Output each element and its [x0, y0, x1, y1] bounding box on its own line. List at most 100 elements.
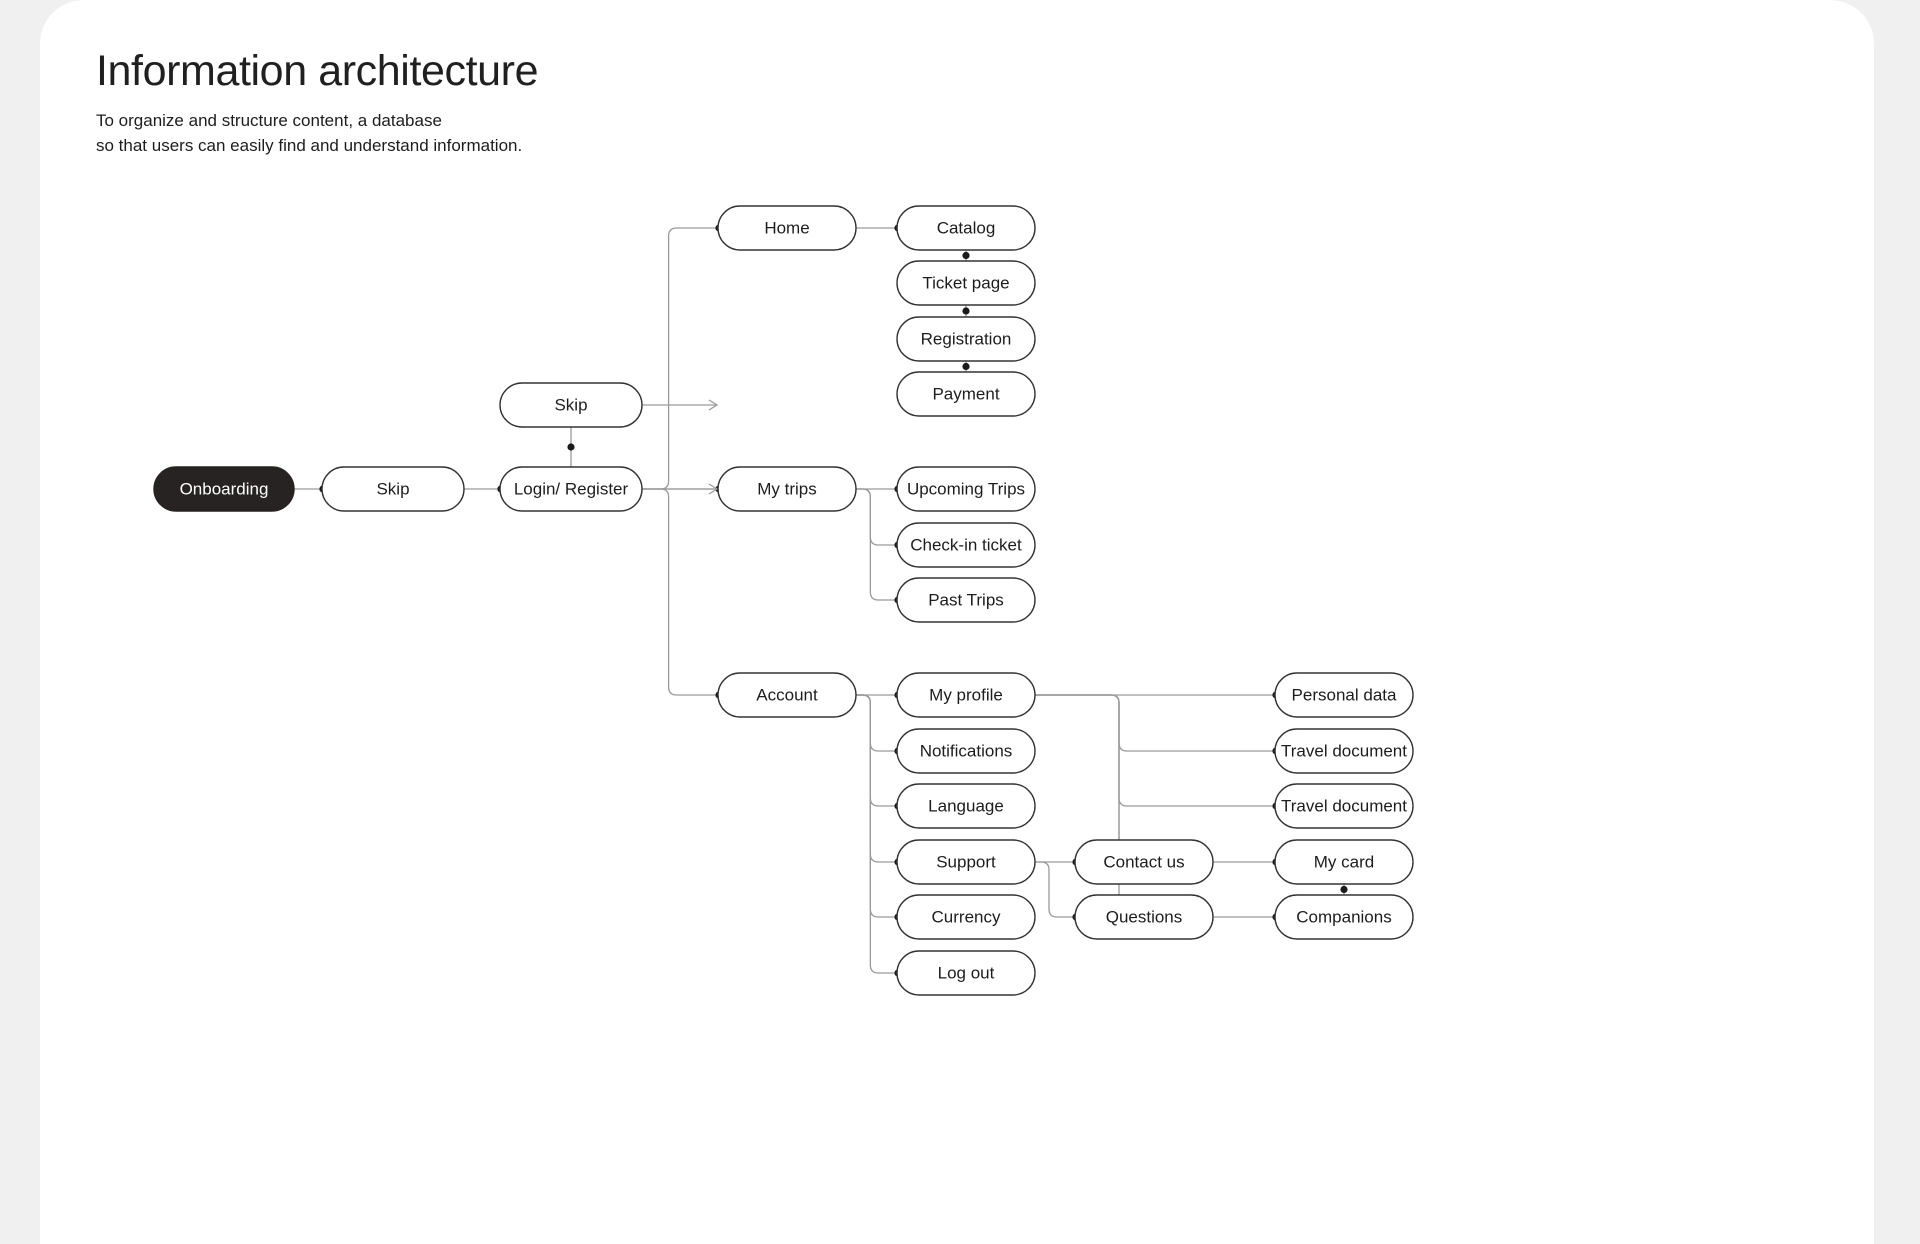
node-my-profile[interactable]: My profile — [896, 672, 1036, 718]
connector-my-profile-to-my-card — [1035, 694, 1275, 863]
connector-account-to-support — [856, 694, 897, 863]
node-language[interactable]: Language — [896, 783, 1036, 829]
node-label-companions: Companions — [1296, 907, 1391, 926]
node-shape-account — [717, 672, 857, 718]
node-questions[interactable]: Questions — [1074, 894, 1214, 940]
node-label-my-trips: My trips — [757, 479, 817, 498]
node-shape-personal-data — [1274, 672, 1414, 718]
node-label-currency: Currency — [932, 907, 1001, 926]
node-shape-payment — [896, 371, 1036, 417]
node-account[interactable]: Account — [717, 672, 857, 718]
node-companions[interactable]: Companions — [1274, 894, 1414, 940]
node-label-my-profile: My profile — [929, 685, 1003, 704]
node-check-in-ticket[interactable]: Check-in ticket — [896, 522, 1036, 568]
connector-login-register-to-home — [642, 227, 718, 490]
node-travel-document-2[interactable]: Travel document — [1274, 783, 1414, 829]
connector-dot-skip-2 — [567, 443, 575, 451]
node-label-questions: Questions — [1106, 907, 1183, 926]
connector-arrow-head — [708, 399, 719, 411]
node-travel-document-1[interactable]: Travel document — [1274, 728, 1414, 774]
node-label-onboarding: Onboarding — [180, 479, 269, 498]
connector-dot-payment — [962, 362, 970, 371]
node-notifications[interactable]: Notifications — [896, 728, 1036, 774]
page-header: Information architecture To organize and… — [96, 47, 996, 159]
node-shape-registration — [896, 316, 1036, 362]
node-catalog[interactable]: Catalog — [896, 205, 1036, 251]
node-label-contact-us: Contact us — [1103, 852, 1184, 871]
node-skip-2[interactable]: Skip — [499, 382, 643, 428]
node-shape-ticket-page — [896, 260, 1036, 306]
content-card: Information architecture To organize and… — [40, 0, 1874, 1244]
node-shape-contact-us — [1074, 839, 1214, 885]
node-my-trips[interactable]: My trips — [717, 466, 857, 512]
node-label-support: Support — [936, 852, 996, 871]
connector-my-trips-to-check-in-ticket — [856, 488, 897, 546]
page-subtitle-line-1: To organize and structure content, a dat… — [96, 111, 442, 131]
node-my-card[interactable]: My card — [1274, 839, 1414, 885]
node-label-login-register: Login/ Register — [514, 479, 629, 498]
node-ticket-page[interactable]: Ticket page — [896, 260, 1036, 306]
node-shape-upcoming-trips — [896, 466, 1036, 512]
node-label-account: Account — [756, 685, 818, 704]
node-log-out[interactable]: Log out — [896, 950, 1036, 996]
node-label-ticket-page: Ticket page — [922, 273, 1009, 292]
node-label-notifications: Notifications — [920, 741, 1013, 760]
connector-support-to-questions — [1035, 861, 1075, 918]
node-label-skip-2: Skip — [554, 395, 587, 414]
node-shape-notifications — [896, 728, 1036, 774]
node-label-log-out: Log out — [938, 963, 995, 982]
connector-dot-companions — [1340, 885, 1348, 894]
node-shape-travel-document-2 — [1274, 783, 1414, 829]
node-upcoming-trips[interactable]: Upcoming Trips — [896, 466, 1036, 512]
node-shape-my-profile — [896, 672, 1036, 718]
node-shape-past-trips — [896, 577, 1036, 623]
node-label-payment: Payment — [932, 384, 999, 403]
connector-my-trips-to-past-trips — [856, 488, 897, 601]
connector-dot-registration — [962, 307, 970, 315]
node-shape-currency — [896, 894, 1036, 940]
node-support[interactable]: Support — [896, 839, 1036, 885]
node-label-registration: Registration — [921, 329, 1012, 348]
node-contact-us[interactable]: Contact us — [1074, 839, 1214, 885]
node-shape-catalog — [896, 205, 1036, 251]
node-registration[interactable]: Registration — [896, 316, 1036, 362]
node-label-personal-data: Personal data — [1292, 685, 1397, 704]
node-shape-support — [896, 839, 1036, 885]
node-payment[interactable]: Payment — [896, 371, 1036, 417]
node-past-trips[interactable]: Past Trips — [896, 577, 1036, 623]
node-shape-login-register — [499, 466, 643, 512]
node-personal-data[interactable]: Personal data — [1274, 672, 1414, 718]
connector-dot-ticket-page — [962, 251, 970, 260]
node-onboarding[interactable]: Onboarding — [153, 466, 295, 512]
node-label-travel-document-1: Travel document — [1281, 741, 1407, 760]
node-shape-log-out — [896, 950, 1036, 996]
node-label-past-trips: Past Trips — [928, 590, 1004, 609]
node-skip-1[interactable]: Skip — [321, 466, 465, 512]
node-shape-onboarding — [153, 466, 295, 512]
connector-account-to-notifications — [856, 694, 897, 752]
connector-my-profile-to-travel-document-1 — [1035, 694, 1275, 752]
page-subtitle-line-2: so that users can easily find and unders… — [96, 135, 523, 155]
node-shape-home — [717, 205, 857, 251]
node-label-skip-1: Skip — [376, 479, 409, 498]
connector-account-to-log-out — [856, 694, 897, 974]
node-shape-questions — [1074, 894, 1214, 940]
node-shape-skip-1 — [321, 466, 465, 512]
node-label-travel-document-2: Travel document — [1281, 796, 1407, 815]
node-currency[interactable]: Currency — [896, 894, 1036, 940]
node-home[interactable]: Home — [717, 205, 857, 251]
node-shape-skip-2 — [499, 382, 643, 428]
node-label-catalog: Catalog — [937, 218, 996, 237]
connector-login-register-to-account — [642, 488, 718, 696]
node-label-home: Home — [764, 218, 809, 237]
node-shape-travel-document-1 — [1274, 728, 1414, 774]
node-shape-check-in-ticket — [896, 522, 1036, 568]
node-label-language: Language — [928, 796, 1004, 815]
node-label-check-in-ticket: Check-in ticket — [910, 535, 1022, 554]
node-label-upcoming-trips: Upcoming Trips — [907, 479, 1025, 498]
node-shape-my-card — [1274, 839, 1414, 885]
node-login-register[interactable]: Login/ Register — [499, 466, 643, 512]
